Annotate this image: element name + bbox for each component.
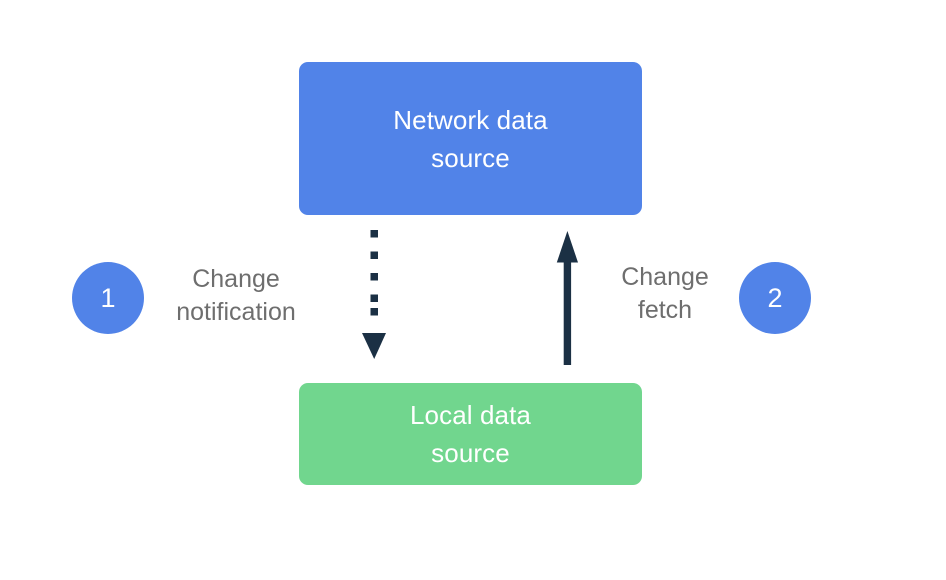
step-badge-2[interactable]: 2 bbox=[739, 262, 811, 334]
node-local-data-source[interactable]: Local data source bbox=[299, 383, 642, 485]
node-network-data-source[interactable]: Network data source bbox=[299, 62, 642, 215]
step-badge-1[interactable]: 1 bbox=[72, 262, 144, 334]
edge-label-change-notification: Change notification bbox=[176, 265, 296, 326]
step-badge-2-number: 2 bbox=[767, 282, 783, 313]
node-network-data-source-label: Network data source bbox=[393, 104, 548, 173]
arrow-change-notification-dotted bbox=[362, 230, 386, 359]
step-badge-1-number: 1 bbox=[100, 282, 116, 313]
arrowhead-up-icon bbox=[556, 231, 578, 263]
arrowhead-down-icon bbox=[362, 333, 386, 359]
node-local-data-source-label: Local data source bbox=[410, 400, 531, 468]
edge-label-change-fetch: Change fetch bbox=[621, 263, 709, 324]
arrow-change-fetch-solid bbox=[556, 231, 578, 365]
